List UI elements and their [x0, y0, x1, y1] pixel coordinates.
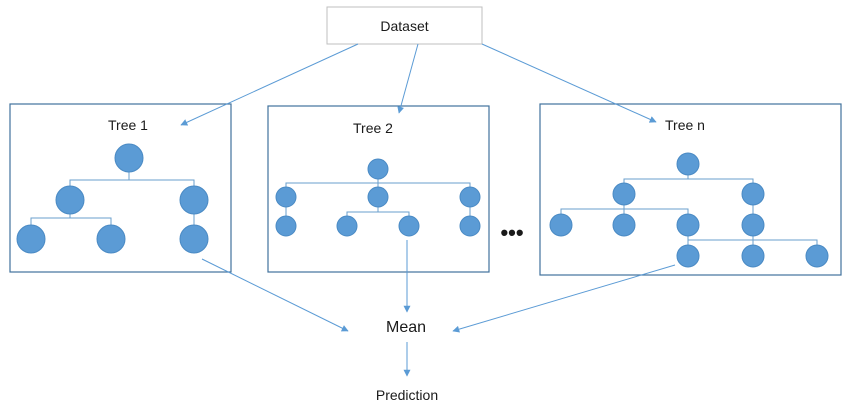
tree-node — [96, 224, 126, 254]
tree-node — [16, 224, 46, 254]
tree-node — [179, 224, 209, 254]
tree-2-title: Tree 2 — [353, 120, 393, 136]
arrow-dataset-to-tree-n — [481, 43, 657, 123]
tree-n-nodes — [549, 152, 829, 268]
dataset-label: Dataset — [380, 18, 428, 34]
arrow-tree-1-to-mean — [201, 258, 349, 332]
arrow-dataset-to-tree-2 — [397, 43, 419, 114]
tree-node — [741, 182, 765, 206]
tree-node — [676, 213, 700, 237]
tree-node — [398, 215, 420, 237]
tree-node — [612, 182, 636, 206]
tree-node — [676, 152, 700, 176]
arrow-tree-n-to-mean — [452, 264, 676, 333]
tree-2-nodes — [275, 158, 481, 237]
tree-node — [459, 215, 481, 237]
arrow-dataset-to-tree-1 — [180, 43, 359, 126]
tree-n-title: Tree n — [665, 117, 705, 133]
tree-1-nodes — [16, 143, 209, 254]
tree-node — [55, 185, 85, 215]
tree-node — [676, 244, 700, 268]
prediction-label: Prediction — [376, 387, 438, 403]
tree-node — [741, 213, 765, 237]
tree-node — [549, 213, 573, 237]
tree-node — [459, 186, 481, 208]
tree-node — [741, 244, 765, 268]
ellipsis-dots: ••• — [500, 220, 523, 245]
tree-node — [336, 215, 358, 237]
tree-node — [179, 185, 209, 215]
tree-node — [367, 186, 389, 208]
arrows — [180, 43, 676, 377]
tree-node — [612, 213, 636, 237]
tree-1-title: Tree 1 — [108, 117, 148, 133]
tree-node — [805, 244, 829, 268]
tree-node — [367, 158, 389, 180]
dataset-box: Dataset — [326, 6, 483, 45]
tree-1-edges — [30, 172, 195, 226]
tree-node — [275, 186, 297, 208]
tree-2-edges — [285, 179, 471, 216]
tree-node — [114, 143, 144, 173]
mean-label: Mean — [386, 319, 426, 336]
tree-node — [275, 215, 297, 237]
tree-n-edges — [560, 175, 818, 246]
